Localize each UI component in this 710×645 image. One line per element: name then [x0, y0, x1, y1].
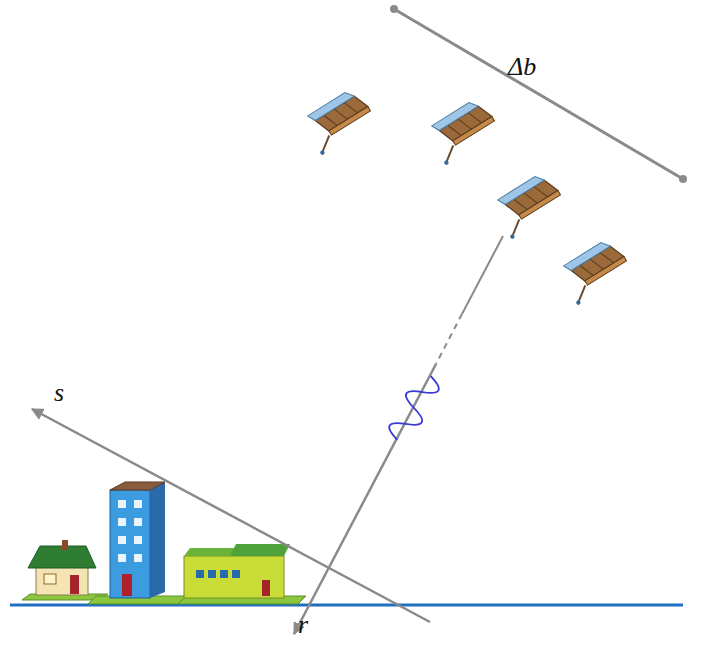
baseline-end: [390, 5, 398, 13]
r-axis: [294, 364, 436, 634]
ray-line: [462, 236, 503, 314]
satellite: [424, 96, 501, 165]
baseline-line: [394, 9, 683, 179]
house: [22, 540, 108, 600]
baseline-end: [679, 175, 687, 183]
signal-wave: [385, 370, 442, 446]
s-axis: [32, 409, 430, 622]
axis-label: s: [54, 378, 64, 407]
label-anchor: r: [298, 612, 308, 638]
satellite: [490, 170, 567, 239]
label-anchor: s: [54, 380, 64, 406]
ray-dashed: [436, 314, 462, 364]
axis-label: r: [298, 610, 308, 639]
label-anchor: Δb: [508, 54, 536, 80]
satellite: [556, 236, 633, 305]
axis-label: Δb: [508, 52, 536, 81]
tall-building: [88, 482, 186, 604]
low-building: [178, 544, 306, 604]
satellite: [300, 86, 377, 155]
